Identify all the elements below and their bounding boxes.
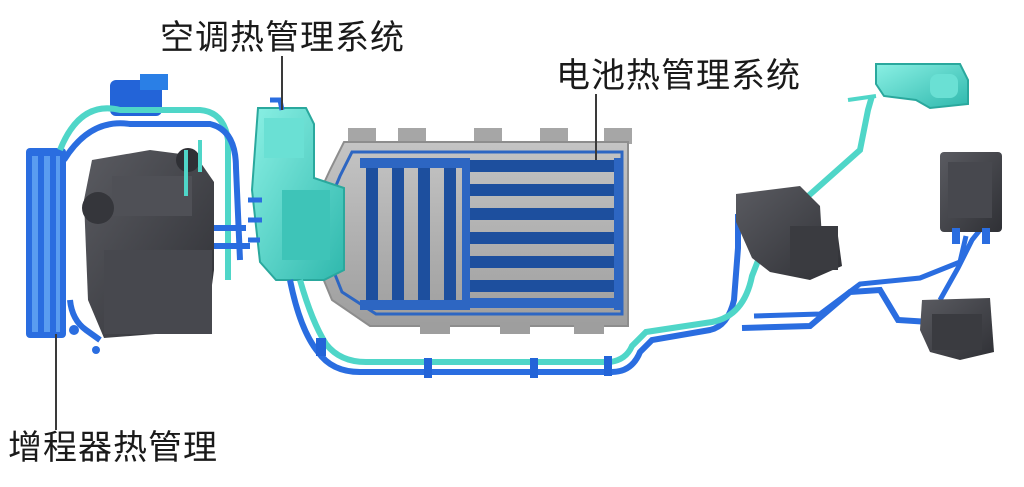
rear-cyan-unit bbox=[847, 63, 969, 110]
battery-tray-tab bbox=[398, 128, 426, 144]
battery-pack bbox=[317, 128, 632, 334]
label-range-extender-thermal: 增程器热管理 bbox=[8, 428, 218, 468]
range-extender-assembly bbox=[26, 74, 250, 354]
battery-cooling-plates-vertical bbox=[360, 158, 464, 310]
rear-controller-box bbox=[940, 152, 1002, 244]
rear-motor-right bbox=[920, 298, 994, 360]
battery-cooling-plates-horizontal bbox=[462, 158, 622, 310]
rear-motor-left bbox=[736, 186, 842, 280]
battery-tray-bottom-tab bbox=[574, 322, 604, 334]
ac-hvac-unit bbox=[248, 97, 345, 281]
label-ac-thermal-system: 空调热管理系统 bbox=[160, 18, 405, 58]
battery-tray-bottom-tab bbox=[500, 322, 530, 334]
battery-tray-tab bbox=[348, 128, 376, 144]
battery-tray-tab bbox=[604, 128, 632, 144]
battery-tray-bottom-tab bbox=[420, 322, 450, 334]
battery-tray-tab bbox=[540, 128, 568, 144]
battery-tray-tab bbox=[474, 128, 502, 144]
coolant-pipes-main bbox=[287, 95, 982, 378]
label-battery-thermal-system: 电池热管理系统 bbox=[556, 56, 801, 96]
